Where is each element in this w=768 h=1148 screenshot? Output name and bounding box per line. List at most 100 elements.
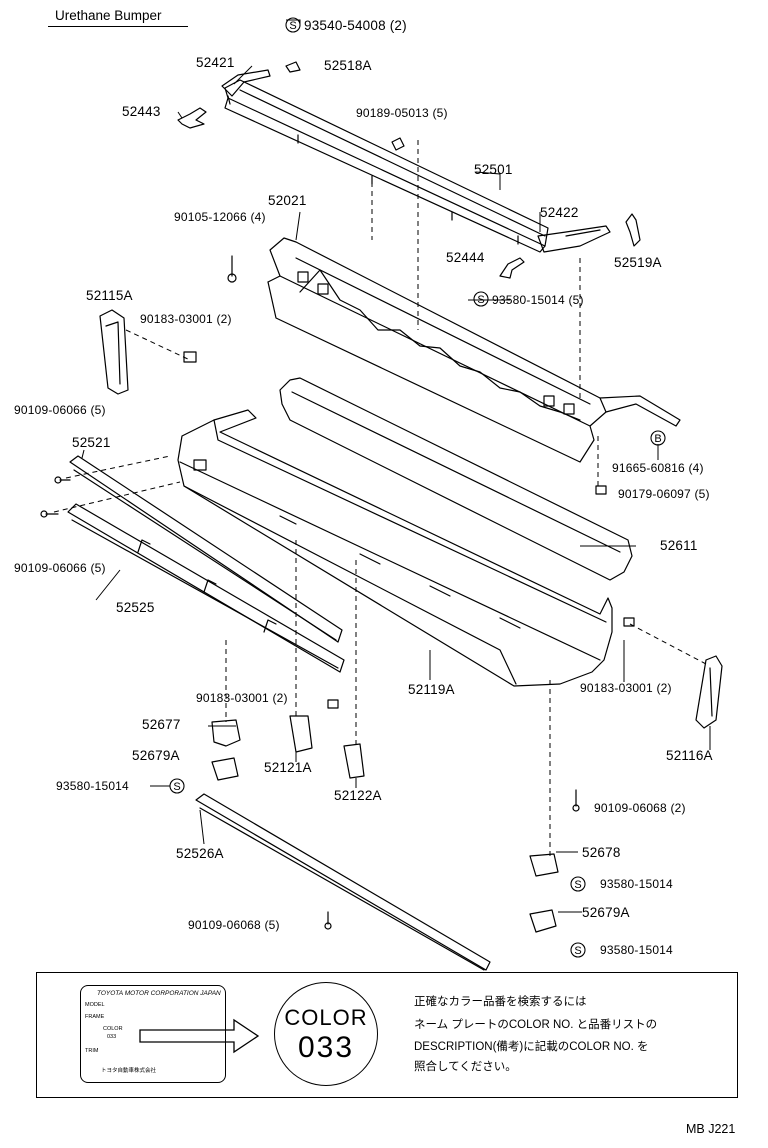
part-label: 93540-54008 (2): [304, 18, 407, 33]
part-label: 90109-06068 (5): [188, 918, 280, 932]
arrow-right-icon: [139, 1018, 260, 1054]
moulding-52526a: [195, 793, 491, 971]
moulding-52521: [69, 455, 343, 643]
plate-header: TOYOTA MOTOR CORPORATION JAPAN: [97, 990, 221, 997]
clip-52519a: [625, 213, 641, 247]
part-label: 52521: [72, 435, 111, 450]
part-label: 52119A: [408, 682, 455, 697]
title-underline: [48, 26, 188, 27]
part-label: 90183-03001 (2): [580, 681, 672, 695]
s-mark-icon: [285, 17, 301, 33]
b-mark-icon: [650, 430, 666, 446]
part-label: 52444: [446, 250, 485, 265]
side-bracket-52115a: [99, 309, 129, 395]
leader-line: [177, 111, 183, 119]
bracket-52122a: [343, 743, 365, 779]
name-plate: TOYOTA MOTOR CORPORATION JAPAN MODEL FRA…: [80, 985, 226, 1083]
plate-color: COLOR: [103, 1026, 123, 1032]
part-label: 90109-06066 (5): [14, 403, 106, 417]
part-label: 91665-60816 (4): [612, 461, 704, 475]
diagram-title: Urethane Bumper: [55, 8, 162, 23]
bracket-52679a-b: [529, 909, 557, 933]
part-label: 52611: [660, 538, 698, 553]
color-code-circle: COLOR 033: [274, 982, 378, 1086]
part-label: 93580-15014: [600, 943, 673, 957]
part-label: 52526A: [176, 846, 224, 861]
clip-90189: [391, 137, 405, 151]
part-label: 52421: [196, 55, 235, 70]
plate-color-code: 033: [107, 1034, 117, 1040]
plate-frame: FRAME: [85, 1014, 105, 1020]
part-label: 52021: [268, 193, 307, 208]
s-mark-icon: [570, 876, 586, 892]
bracket-52121a: [289, 715, 313, 753]
plate-model: MODEL: [85, 1002, 105, 1008]
footer-code: MB J221: [686, 1122, 736, 1136]
leader-line: [199, 809, 205, 845]
part-label: 52678: [582, 845, 621, 860]
part-label: 52443: [122, 104, 161, 119]
moulding-52525: [67, 503, 345, 673]
leader-line: [81, 449, 85, 459]
part-label: 52679A: [132, 748, 180, 763]
note-line-2: ネーム プレートのCOLOR NO. と品番リストの: [414, 1019, 658, 1031]
bumper-cover: [279, 377, 633, 581]
part-label: 52677: [142, 717, 181, 732]
part-label: 90189-05013 (5): [356, 106, 448, 120]
bracket-52679a: [211, 757, 239, 781]
s-mark-label: S: [574, 879, 581, 891]
bumper-cover-52119a: [177, 409, 613, 687]
energy-absorber: [267, 237, 681, 463]
s-mark-label: S: [173, 781, 180, 793]
clip-52444: [499, 257, 525, 279]
s-mark-label: S: [289, 20, 296, 32]
note-line-4: 照合してください。: [414, 1061, 517, 1073]
leader-line: [125, 329, 191, 361]
plate-maker: トヨタ自動車株式会社: [101, 1068, 157, 1074]
part-label: 52115A: [86, 288, 133, 303]
plate-trim: TRIM: [85, 1048, 99, 1054]
part-label: 90183-03001 (2): [196, 691, 288, 705]
color-code: 033: [297, 1031, 355, 1064]
bracket-52678: [529, 853, 559, 877]
part-label: 52525: [116, 600, 155, 615]
s-mark-label: S: [477, 294, 484, 306]
part-label: 52422: [540, 205, 579, 220]
part-label: 52518A: [324, 58, 372, 73]
part-label: 90105-12066 (4): [174, 210, 266, 224]
s-mark-icon: [169, 778, 185, 794]
bracket-52422: [537, 225, 611, 253]
note-line-3: DESCRIPTION(備考)に記載のCOLOR NO. を: [414, 1041, 649, 1053]
side-bracket-52116a: [695, 655, 723, 729]
part-label: 52501: [474, 162, 513, 177]
part-label: 52122A: [334, 788, 382, 803]
fasteners: [40, 255, 635, 930]
s-mark-icon: [570, 942, 586, 958]
part-label: 52116A: [666, 748, 713, 763]
leader-line: [95, 569, 121, 601]
part-label: 90109-06068 (2): [594, 801, 686, 815]
color-note-box: [36, 972, 738, 1098]
part-label: 90183-03001 (2): [140, 312, 232, 326]
part-label: 52121A: [264, 760, 312, 775]
b-mark-label: B: [654, 433, 661, 445]
leader-line: [475, 171, 501, 190]
part-label: 52519A: [614, 255, 662, 270]
note-line-1: 正確なカラー品番を検索するには: [414, 996, 587, 1008]
s-mark-icon: [473, 291, 489, 307]
part-label: 93580-15014: [600, 877, 673, 891]
color-word: COLOR: [284, 1005, 368, 1030]
part-label: 90109-06066 (5): [14, 561, 106, 575]
clip-52518a: [285, 61, 301, 73]
leader-line: [53, 481, 181, 513]
bracket-52677: [211, 719, 241, 747]
part-label: 93580-15014: [56, 779, 129, 793]
s-mark-label: S: [574, 945, 581, 957]
part-label: 90179-06097 (5): [618, 487, 710, 501]
bracket-52421: [221, 69, 271, 105]
part-label: 93580-15014 (5): [492, 293, 584, 307]
clip-52443: [177, 107, 207, 129]
part-label: 52679A: [582, 905, 630, 920]
leader-line: [233, 65, 253, 85]
